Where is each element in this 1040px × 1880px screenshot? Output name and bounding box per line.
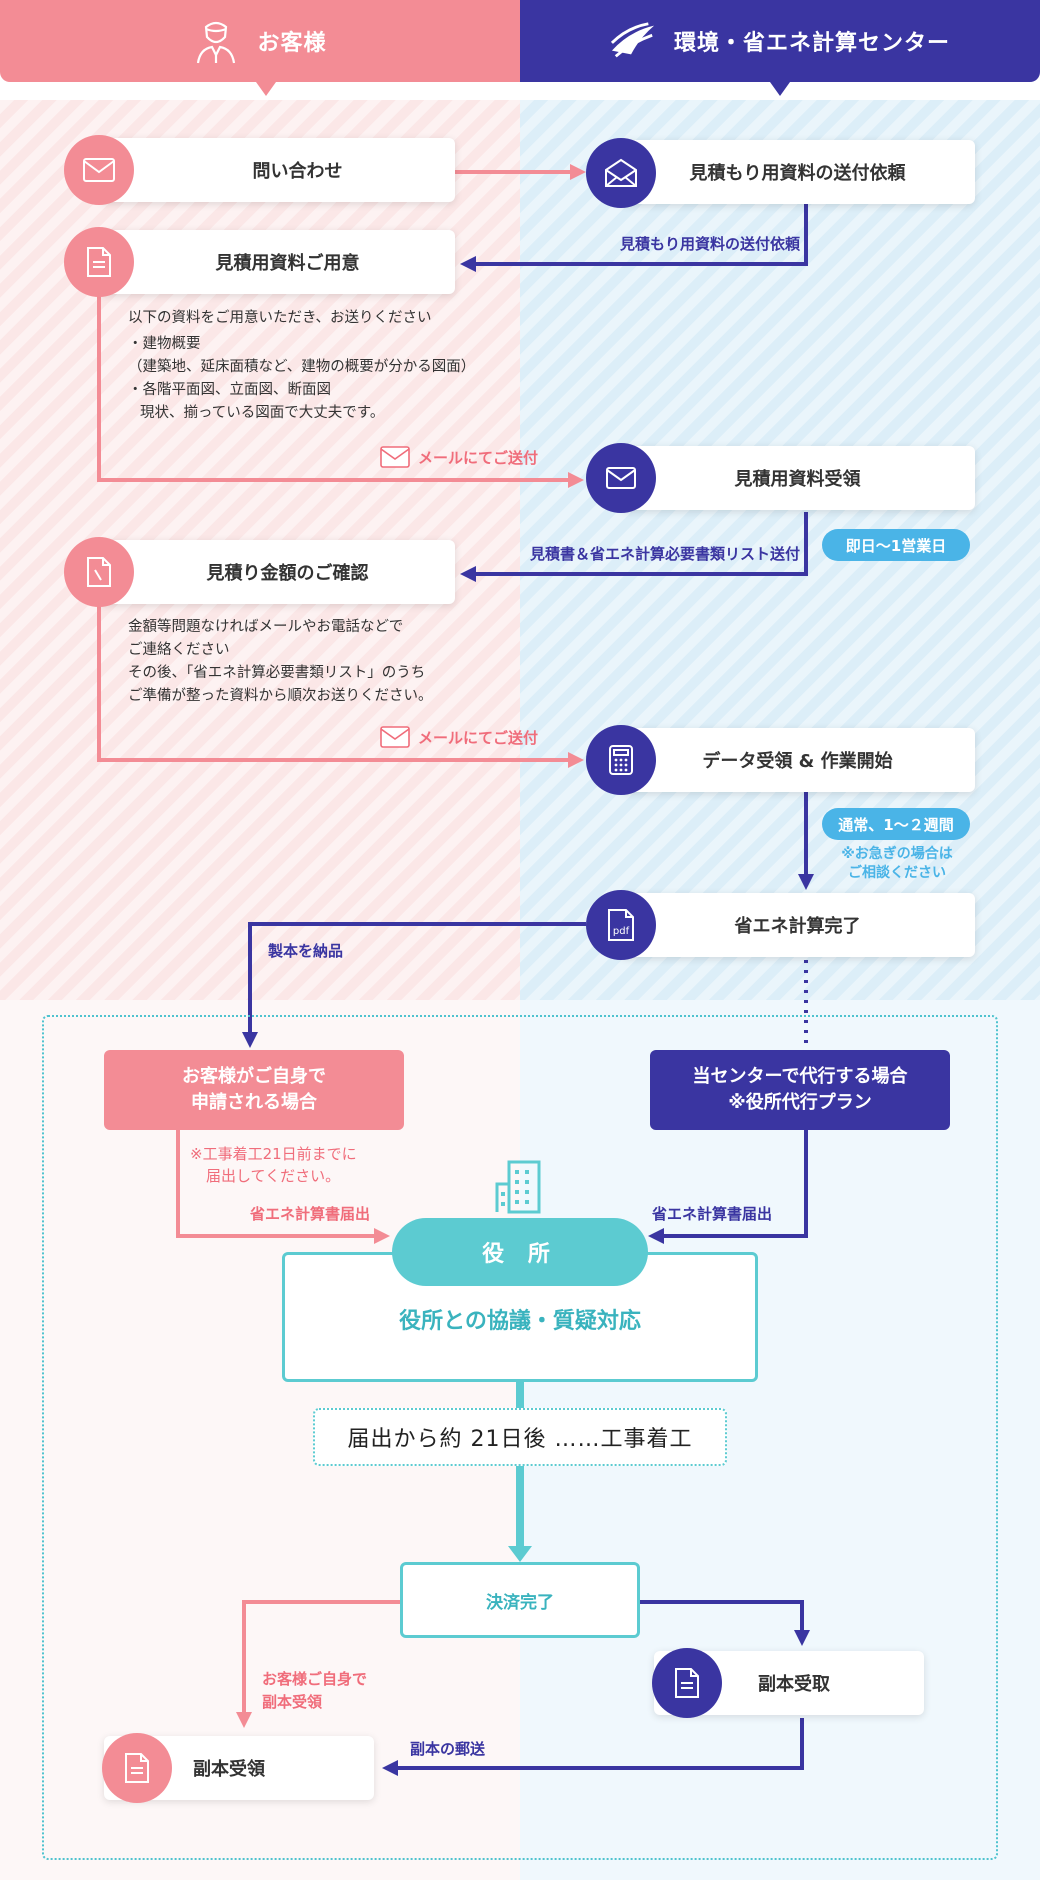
- center-header: 環境・省エネ計算センター: [520, 0, 1040, 82]
- rush-note-line: ※お急ぎの場合は: [841, 846, 953, 862]
- mail-send-label: メールにてご送付: [418, 728, 539, 747]
- mail-send-tag-2: メールにてご送付: [380, 726, 538, 748]
- data-receive-label: データ受領 & 作業開始: [702, 751, 893, 772]
- logo-icon: [610, 18, 656, 64]
- confirm-estimate-card: 見積り金額のご確認: [100, 540, 455, 604]
- prepare-note-line: 現状、揃っている図面で大丈夫です。: [140, 405, 385, 421]
- mail-icon: [586, 443, 656, 513]
- request-docs-card: 見積もり用資料の送付依頼: [620, 140, 975, 204]
- proxy-apply-line: 当センターで代行する場合: [692, 1066, 908, 1087]
- edit-document-icon: [64, 537, 134, 607]
- settled-label: 決済完了: [486, 1592, 554, 1613]
- proxy-apply-line: ※役所代行プラン: [728, 1092, 872, 1113]
- lead-time-badge-2: 通常、1〜２週間: [822, 808, 970, 840]
- prepare-note-line: （建築地、延床面積など、建物の概要が分かる図面）: [128, 359, 476, 375]
- rush-note-line: ご相談ください: [848, 865, 946, 881]
- receive-docs-card: 見積用資料受領: [620, 446, 975, 510]
- confirm-estimate-note: 金額等問題なければメールやお電話などで ご連絡ください その後、「省エネ計算必要…: [128, 616, 528, 708]
- office-title-pill: 役 所: [392, 1218, 648, 1286]
- self-apply-box: お客様がご自身で 申請される場合: [104, 1050, 404, 1130]
- rush-note: ※お急ぎの場合は ご相談ください: [818, 845, 976, 883]
- inquiry-card: 問い合わせ: [100, 138, 455, 202]
- prepare-note-line: 以下の資料をご用意いただき、お送りください: [128, 310, 432, 326]
- customer-header: お客様: [0, 0, 520, 82]
- copy-receive-center-label: 副本受取: [758, 1674, 830, 1695]
- settled-box: 決済完了: [400, 1562, 640, 1638]
- request-docs-label: 見積もり用資料の送付依頼: [689, 163, 906, 184]
- request-docs-arrow-label: 見積もり用資料の送付依頼: [619, 235, 800, 253]
- proxy-apply-box: 当センターで代行する場合 ※役所代行プラン: [650, 1050, 950, 1130]
- self-apply-line: お客様がご自身で: [182, 1066, 326, 1087]
- copy-receive-customer-label: 副本受領: [193, 1759, 265, 1780]
- self-apply-line: 申請される場合: [191, 1092, 317, 1113]
- svg-text:pdf: pdf: [613, 926, 630, 937]
- prepare-docs-card: 見積用資料ご用意: [100, 230, 455, 294]
- self-apply-note: ※工事着工21日前までに 届出してください。: [190, 1143, 357, 1187]
- submit-left-label: 省エネ計算書届出: [250, 1205, 371, 1223]
- person-icon: [193, 18, 239, 64]
- document-icon: [102, 1733, 172, 1803]
- office-process-frame: [42, 1015, 998, 1860]
- self-copy-note-line: お客様ご自身で: [262, 1670, 368, 1688]
- data-receive-card: データ受領 & 作業開始: [620, 728, 975, 792]
- open-envelope-icon: [586, 138, 656, 208]
- confirm-note-line: その後、「省エネ計算必要書類リスト」のうち: [128, 665, 426, 681]
- self-note-line: 届出してください。: [206, 1167, 341, 1185]
- self-copy-note: お客様ご自身で 副本受領: [262, 1668, 367, 1714]
- submit-right-label: 省エネ計算書届出: [652, 1205, 773, 1223]
- prepare-docs-note: 以下の資料をご用意いただき、お送りください ・建物概要 （建築地、延床面積など、…: [128, 307, 488, 425]
- mail-icon: [64, 135, 134, 205]
- calc-done-label: 省エネ計算完了: [734, 916, 861, 937]
- receive-docs-label: 見積用資料受領: [734, 469, 861, 490]
- prepare-note-line: ・建物概要: [128, 336, 201, 352]
- deliver-book-label: 製本を納品: [268, 942, 344, 960]
- confirm-note-line: ご連絡ください: [128, 642, 230, 658]
- calculator-icon: [586, 725, 656, 795]
- prepare-note-line: ・各階平面図、立面図、断面図: [128, 382, 331, 398]
- document-icon: [64, 227, 134, 297]
- self-note-line: ※工事着工21日前までに: [190, 1145, 357, 1163]
- mail-send-label: メールにてご送付: [418, 448, 539, 467]
- envelope-icon: [380, 726, 410, 748]
- document-icon: [652, 1648, 722, 1718]
- confirm-note-line: ご準備が整った資料から順次お送りください。: [128, 688, 433, 704]
- inquiry-label: 問い合わせ: [252, 161, 343, 182]
- building-icon: [493, 1158, 549, 1218]
- pdf-icon: pdf: [586, 890, 656, 960]
- confirm-estimate-label: 見積り金額のご確認: [206, 563, 369, 584]
- lead-time-badge-1: 即日〜1営業日: [822, 529, 970, 561]
- customer-header-label: お客様: [257, 31, 327, 56]
- calc-done-card: 省エネ計算完了: [620, 893, 975, 957]
- start-work-label: 届出から約 21日後 ……工事着工: [347, 1427, 693, 1452]
- center-header-label: 環境・省エネ計算センター: [673, 31, 950, 56]
- envelope-icon: [380, 446, 410, 468]
- self-copy-note-line: 副本受領: [262, 1693, 323, 1711]
- copy-mail-label: 副本の郵送: [410, 1740, 486, 1758]
- mail-send-tag-1: メールにてご送付: [380, 446, 538, 468]
- start-work-box: 届出から約 21日後 ……工事着工: [313, 1408, 727, 1466]
- prepare-docs-label: 見積用資料ご用意: [215, 253, 360, 274]
- estimate-arrow-label: 見積書＆省エネ計算必要書類リスト送付: [529, 545, 800, 563]
- office-consult-label: 役所との協議・質疑対応: [399, 1309, 641, 1334]
- confirm-note-line: 金額等問題なければメールやお電話などで: [128, 619, 404, 635]
- office-title-label: 役 所: [482, 1242, 558, 1267]
